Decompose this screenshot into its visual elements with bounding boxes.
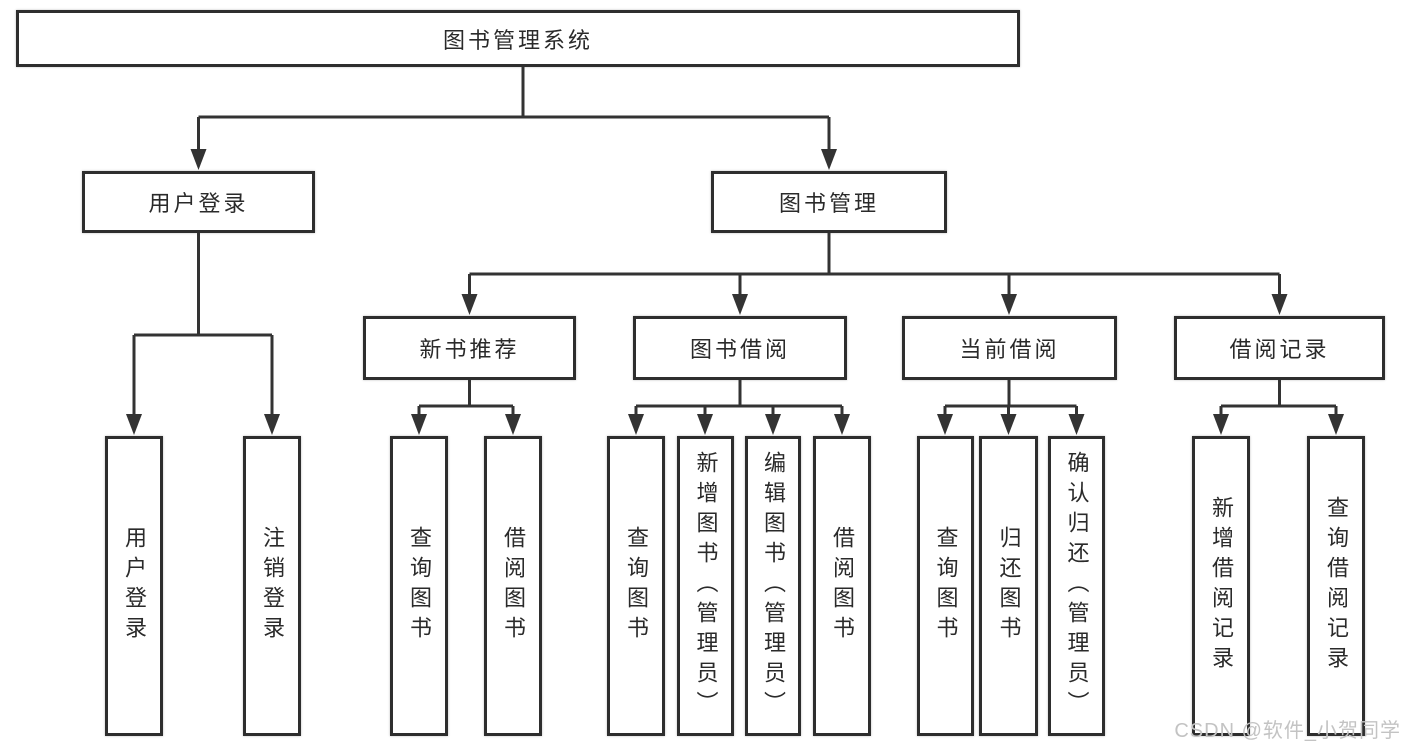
leaf-borrow-book-recommend: 借阅图书	[484, 436, 542, 736]
node-book-management: 图书管理	[711, 171, 947, 233]
node-current-borrow: 当前借阅	[902, 316, 1117, 380]
leaf-query-book-current: 查询图书	[917, 436, 974, 736]
leaf-add-borrow-record: 新增借阅记录	[1192, 436, 1250, 736]
node-borrow-record: 借阅记录	[1174, 316, 1385, 380]
leaf-query-borrow-record: 查询借阅记录	[1307, 436, 1365, 736]
node-root: 图书管理系统	[16, 10, 1020, 67]
leaf-query-book-borrow: 查询图书	[607, 436, 665, 736]
leaf-add-book-admin: 新增图书（管理员）	[677, 436, 734, 736]
leaf-return-book: 归还图书	[979, 436, 1038, 736]
csdn-watermark: CSDN @软件_小贺同学	[1174, 720, 1401, 742]
leaf-user-login: 用户登录	[105, 436, 163, 736]
leaf-confirm-return-admin: 确认归还（管理员）	[1048, 436, 1105, 736]
arrowheads	[126, 149, 1344, 435]
leaf-borrow-book-borrow: 借阅图书	[813, 436, 871, 736]
leaf-edit-book-admin: 编辑图书（管理员）	[745, 436, 801, 736]
node-new-book-recommend: 新书推荐	[363, 316, 576, 380]
node-user-login: 用户登录	[82, 171, 315, 233]
leaf-query-book-recommend: 查询图书	[390, 436, 448, 736]
node-book-borrow: 图书借阅	[633, 316, 847, 380]
leaf-logout: 注销登录	[243, 436, 301, 736]
